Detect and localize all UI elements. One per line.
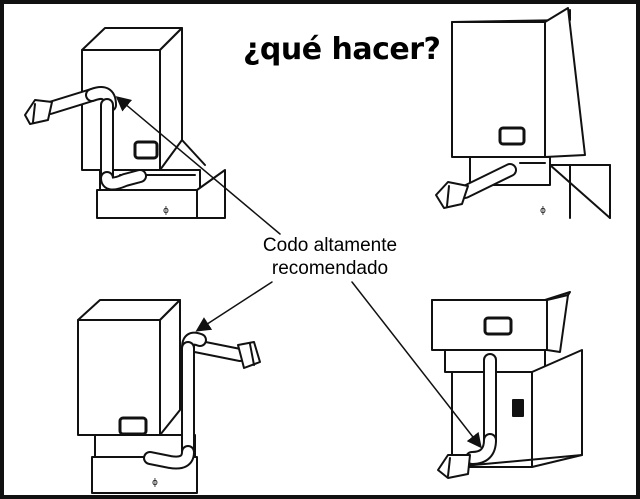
callout-line-1: Codo altamente xyxy=(262,235,398,256)
callout-line-2: recomendado xyxy=(271,258,389,279)
svg-text:ɸ: ɸ xyxy=(163,206,169,216)
door-handle-icon xyxy=(483,316,513,336)
vent-pipe-bottom-right xyxy=(437,353,497,479)
door-handle-icon xyxy=(133,140,159,160)
wall-vent-cap-icon xyxy=(435,181,469,209)
arrow-icon xyxy=(115,96,281,235)
stove-bottom-right xyxy=(431,291,583,468)
vent-pipe-top-left xyxy=(24,86,147,191)
page-title: ¿qué hacer? xyxy=(243,32,441,67)
svg-text:ɸ: ɸ xyxy=(540,206,546,216)
callout-label: Codo altamente recomendado xyxy=(225,234,435,280)
vent-pipe-top-right xyxy=(435,163,517,209)
door-handle-icon xyxy=(498,126,526,146)
arrow-icon xyxy=(351,281,482,449)
vent-pipe-bottom-left xyxy=(143,331,261,470)
stove-bottom-left: ɸ xyxy=(77,299,198,494)
stove-top-right: ɸ xyxy=(451,7,611,219)
wall-vent-cap-icon xyxy=(437,454,471,479)
wall-vent-cap-icon xyxy=(237,341,261,369)
arrow-icon xyxy=(195,281,273,332)
svg-text:ɸ: ɸ xyxy=(152,478,158,488)
wall-vent-cap-icon xyxy=(24,99,53,125)
